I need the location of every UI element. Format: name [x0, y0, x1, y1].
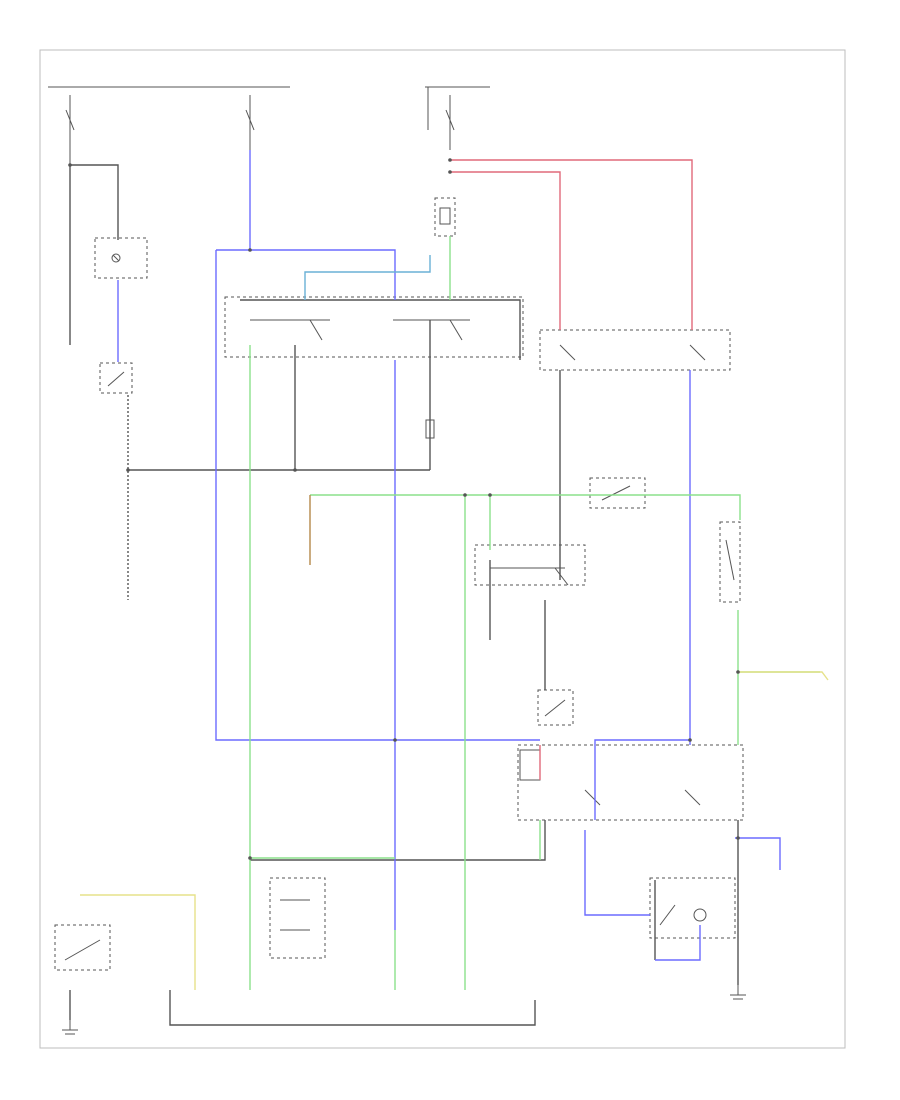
green-wires [249, 236, 820, 990]
hot-at-all-times-fuse [48, 86, 160, 165]
radiator-fan-relay [539, 329, 731, 371]
fan-control-module [474, 544, 586, 586]
condenser-fan-relay [537, 689, 574, 726]
ac-compressor-clutch-relay [224, 296, 524, 358]
dual-pressure-switch [719, 521, 741, 603]
blue-wires [117, 150, 781, 961]
splice-points [68, 158, 740, 860]
hot-in-run-fuse [160, 86, 290, 150]
resistor-rear-underhood [434, 197, 456, 237]
yellow-wires [80, 671, 829, 990]
engine-coolant-temp-switch [99, 362, 133, 394]
diagram-frame [39, 49, 846, 1049]
ac-thermostat [589, 477, 646, 509]
black-wires [69, 164, 739, 1026]
compressor-clutch [649, 877, 736, 939]
ground-right [730, 985, 746, 1000]
indicator-light [94, 237, 148, 279]
blower-switch [269, 877, 326, 959]
underhood-fuse-relay-box [425, 86, 490, 150]
light-blue-wire [304, 255, 431, 300]
ground-left [62, 1020, 78, 1035]
condenser-fan-motor [517, 744, 744, 821]
hot-at-all-times-connector [54, 924, 111, 971]
red-wires [450, 159, 693, 780]
